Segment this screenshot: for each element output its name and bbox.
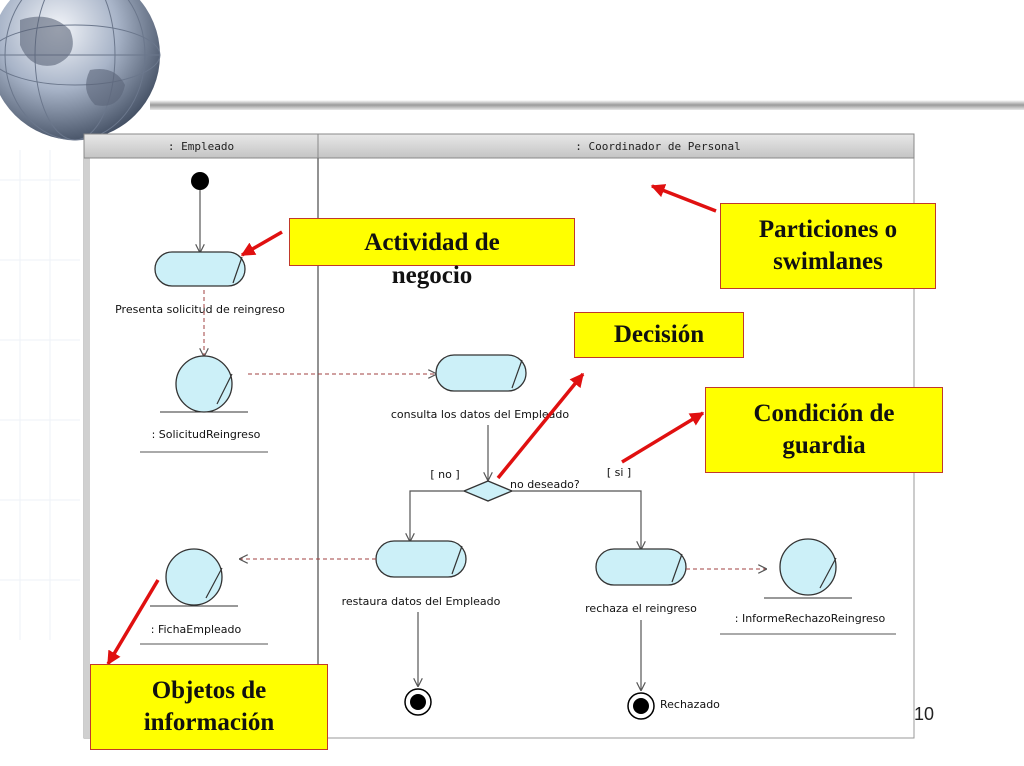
- activity-consulta-label: consulta los datos del Empleado: [391, 408, 570, 421]
- arrow-to-objects: [106, 579, 160, 666]
- callout-particiones-line1: Particiones o: [758, 215, 898, 243]
- callout-condicion-line2: guardia: [782, 432, 866, 459]
- title-bar-decoration: [150, 100, 1024, 110]
- callout-objetos-informacion: Objetos de información: [90, 664, 328, 750]
- object-solicitud-label: : SolicitudReingreso: [152, 428, 261, 441]
- background-grid: [0, 150, 80, 640]
- final-node-rechazado: [627, 692, 655, 720]
- object-ficha-label: : FichaEmpleado: [151, 623, 242, 636]
- callout-particiones-line2: swimlanes: [773, 248, 883, 275]
- guard-si: [ si ]: [607, 466, 631, 479]
- arrow-to-guard: [621, 411, 705, 464]
- annotation-arrows: [106, 184, 717, 666]
- callout-particiones: Particiones o swimlanes: [720, 203, 936, 289]
- callout-actividad-line1: Actividad de: [364, 229, 500, 256]
- activity-rechaza-reingreso: [595, 548, 687, 586]
- arrow-to-decision: [496, 372, 585, 480]
- arrow-to-swimlane: [650, 184, 717, 213]
- initial-node: [191, 172, 209, 190]
- swimlane-label-empleado: : Empleado: [168, 140, 234, 153]
- callout-decision: Decisión: [574, 312, 744, 358]
- callout-objetos-line2: información: [143, 709, 275, 736]
- final-rechazado-label: Rechazado: [660, 698, 720, 711]
- object-solicitud-reingreso: [140, 355, 268, 453]
- callout-condicion-guardia: Condición de guardia: [705, 387, 943, 473]
- swimlane-header-coordinador: [317, 133, 915, 159]
- final-node-left: [404, 688, 432, 716]
- activity-presenta-solicitud: [154, 251, 246, 287]
- guard-no: [ no ]: [430, 468, 459, 481]
- page-number: 10: [914, 704, 935, 724]
- activity-rechaza-label: rechaza el reingreso: [585, 602, 697, 615]
- activity-consulta-datos: [435, 354, 527, 392]
- callout-actividad-negocio: Actividad de negocio: [289, 218, 575, 289]
- callout-actividad-line2: negocio: [391, 261, 473, 289]
- activity-restaura-datos: [375, 540, 467, 578]
- callout-decision-label: Decisión: [613, 320, 705, 348]
- object-ficha-empleado: [140, 548, 268, 645]
- swimlane-label-coordinador: : Coordinador de Personal: [575, 140, 741, 153]
- decision-node: [462, 480, 514, 502]
- callout-condicion-line1: Condición de: [753, 399, 895, 427]
- object-informe-label: : InformeRechazoReingreso: [735, 612, 886, 625]
- arrow-to-activity: [240, 230, 283, 257]
- globe-logo: [0, 0, 161, 141]
- activity-restaura-label: restaura datos del Empleado: [342, 595, 501, 608]
- object-informe-rechazo: [720, 538, 896, 635]
- activity-presenta-label: Presenta solicitud de reingreso: [115, 303, 285, 316]
- callout-objetos-line1: Objetos de: [151, 676, 267, 704]
- decision-question: no deseado?: [510, 478, 580, 491]
